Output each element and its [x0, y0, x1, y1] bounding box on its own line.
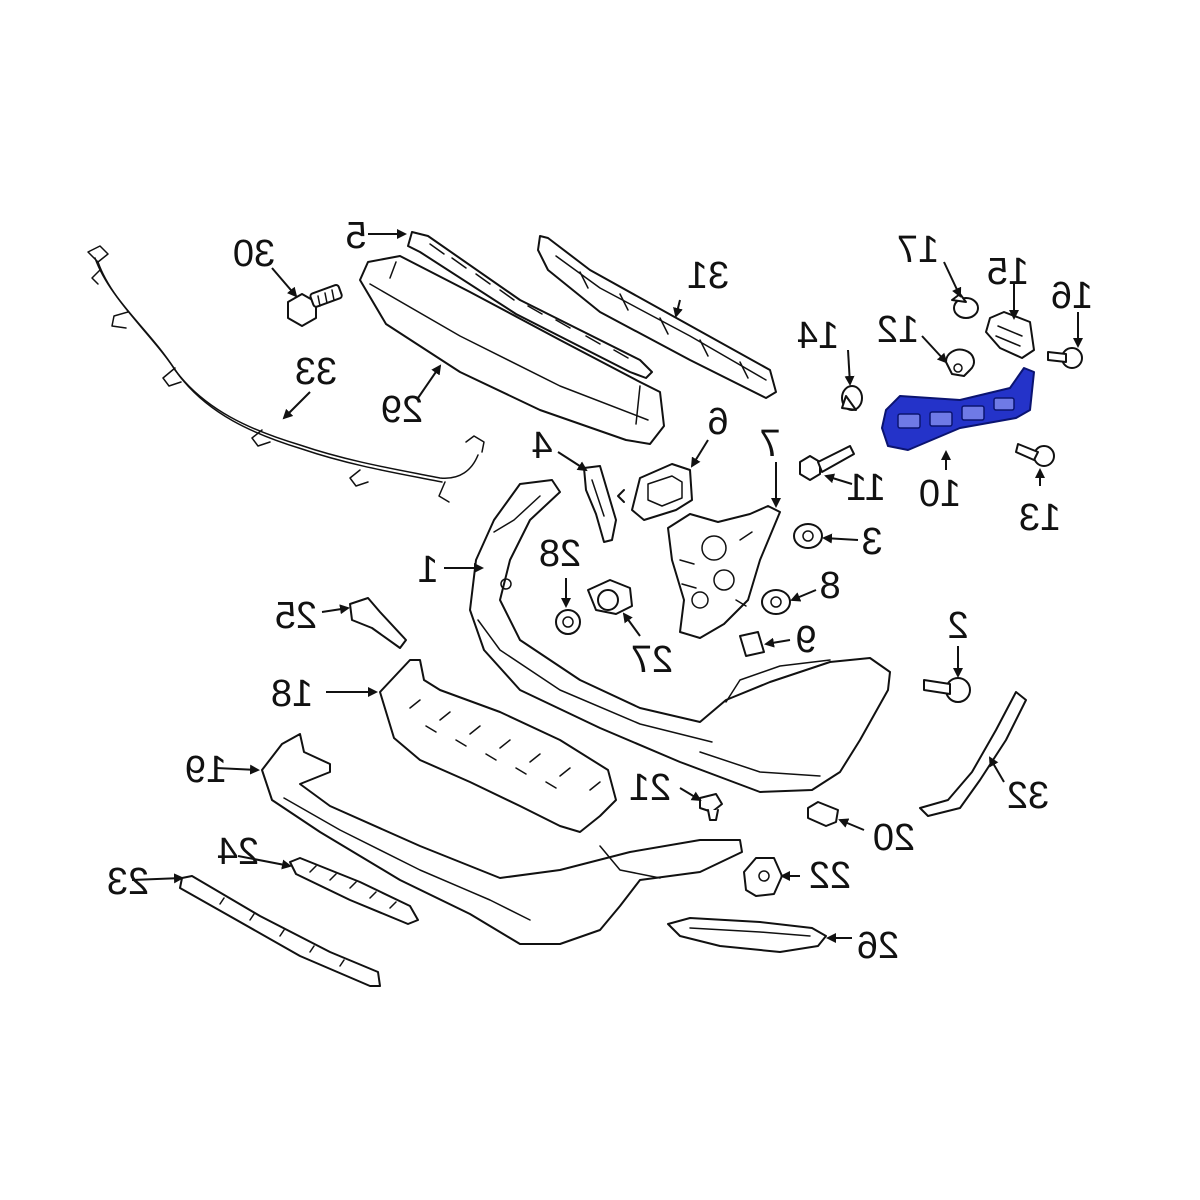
- callout-12: 12: [877, 309, 919, 351]
- callout-7: 7: [759, 423, 780, 465]
- callout-30: 30: [233, 233, 275, 275]
- callout-20: 20: [873, 817, 915, 859]
- screw-16-part: [1047, 347, 1083, 369]
- callout-16: 16: [1051, 275, 1093, 317]
- push-pin-21-part: [699, 793, 723, 821]
- sensor-bezel-part: [617, 463, 693, 521]
- clip-bracket-part: [985, 311, 1035, 359]
- callout-21: 21: [629, 767, 671, 809]
- callout-4: 4: [531, 425, 552, 467]
- lower-valance-bracket-part: [379, 659, 617, 833]
- callout-5: 5: [345, 215, 366, 257]
- clip-nut-part: [944, 348, 975, 377]
- side-support-bracket-part: [667, 505, 781, 639]
- screw-13-part: [1015, 443, 1055, 467]
- callout-27: 27: [631, 639, 673, 681]
- callout-1: 1: [417, 549, 438, 591]
- upper-bracket-part: [537, 235, 777, 399]
- push-pin-14-part: [841, 385, 863, 411]
- push-pin-part: [951, 293, 979, 319]
- callout-22: 22: [809, 855, 851, 897]
- callout-31: 31: [687, 255, 729, 297]
- callout-24: 24: [217, 831, 259, 873]
- wheel-arch-molding-part: [919, 691, 1027, 817]
- callout-33: 33: [295, 351, 337, 393]
- callout-2: 2: [947, 605, 968, 647]
- callout-9: 9: [795, 619, 816, 661]
- callout-32: 32: [1007, 775, 1049, 817]
- callout-14: 14: [797, 315, 839, 357]
- callout-8: 8: [819, 565, 840, 607]
- callout-11: 11: [846, 467, 885, 509]
- bolt-part: [287, 284, 343, 327]
- side-bracket-part-highlighted: [881, 367, 1035, 451]
- callout-17: 17: [897, 229, 939, 271]
- callout-15: 15: [987, 251, 1029, 293]
- grommet-part: [555, 609, 581, 635]
- long-bolt-part: [799, 445, 855, 481]
- wiring-harness-part: [87, 245, 485, 503]
- callout-28: 28: [539, 533, 581, 575]
- trim-strip-24-part: [289, 857, 419, 925]
- clip-9-part: [739, 631, 765, 657]
- callout-23: 23: [107, 861, 149, 903]
- callout-19: 19: [185, 749, 227, 791]
- callout-6: 6: [707, 401, 728, 443]
- reflector-part: [667, 917, 827, 953]
- callout-29: 29: [381, 389, 423, 431]
- trim-strip-23-part: [179, 875, 381, 987]
- screw-2-part: [923, 677, 971, 703]
- tow-hook-cover-part: [743, 857, 783, 897]
- bumper-cover-part: [469, 479, 891, 793]
- parking-sensor-part: [587, 579, 633, 615]
- push-pin-8-part: [761, 589, 791, 615]
- callout-labels: 1 2 3 4 5 6 7 8 9 10 11 12 13 14 15 16 1…: [107, 215, 1093, 967]
- retainer-4-part: [583, 465, 617, 543]
- callout-10: 10: [919, 473, 961, 515]
- callout-18: 18: [271, 673, 313, 715]
- callout-26: 26: [857, 925, 899, 967]
- reflector-bracket-part: [349, 597, 407, 649]
- reinforcement-beam-part: [359, 255, 665, 445]
- callout-13: 13: [1019, 497, 1061, 539]
- callout-3: 3: [861, 521, 882, 563]
- callout-25: 25: [275, 595, 317, 637]
- leader-lines: [131, 229, 1083, 943]
- push-pin-3-part: [793, 523, 823, 549]
- lower-diffuser-part: [261, 733, 743, 945]
- pad-part: [807, 801, 839, 827]
- upper-absorber-part: [407, 231, 653, 379]
